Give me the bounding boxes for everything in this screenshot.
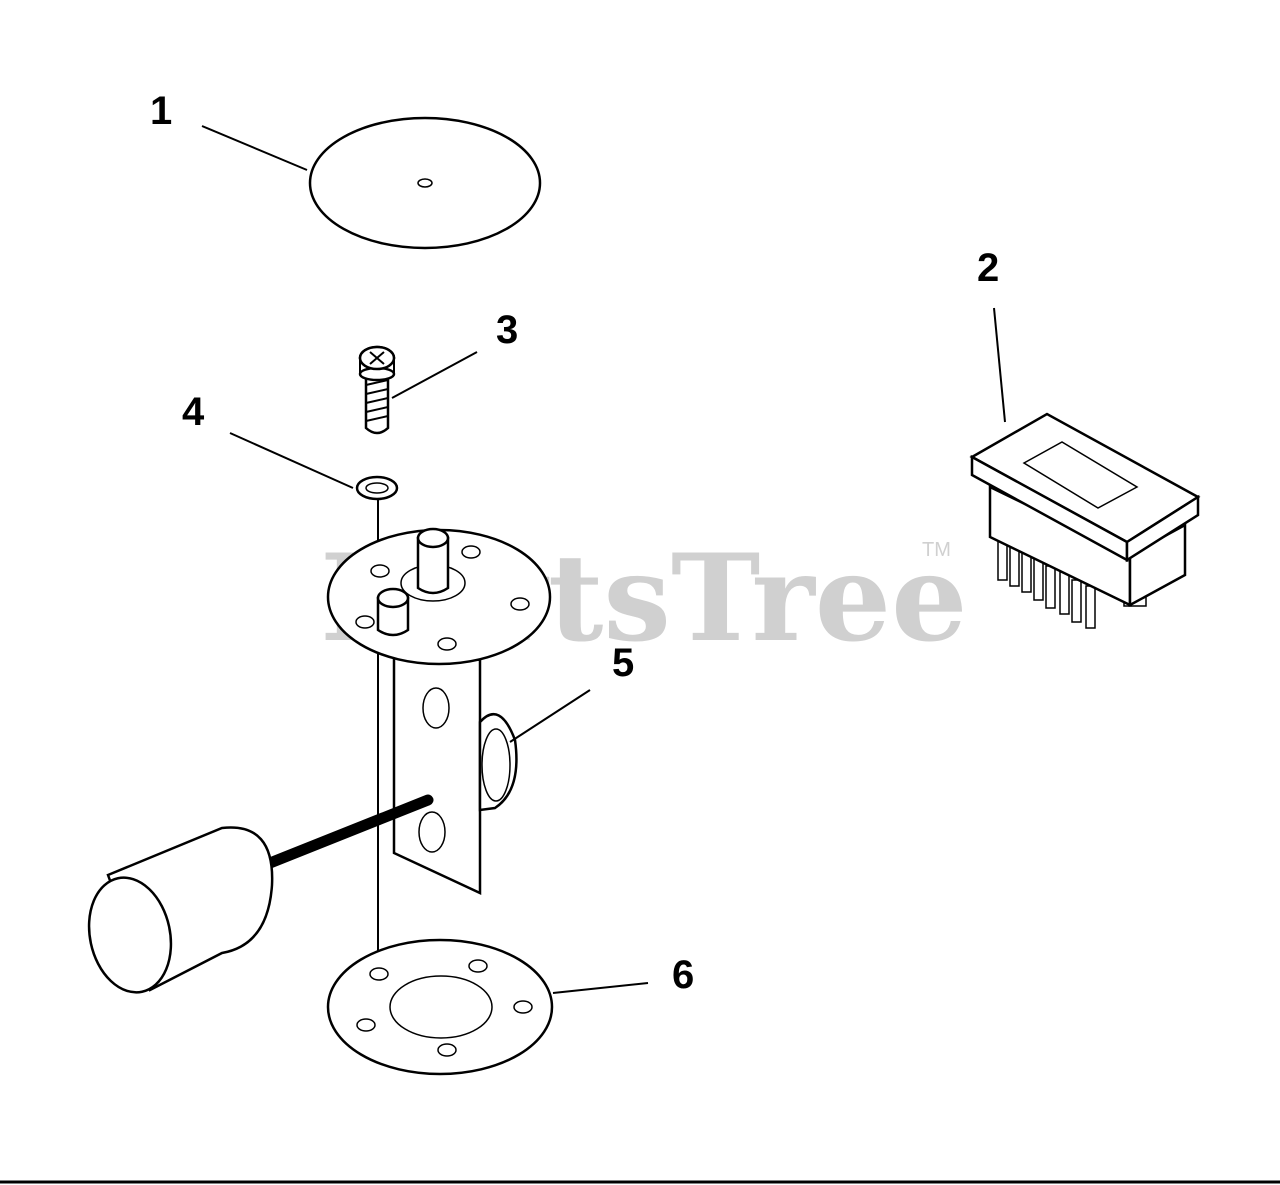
callout-6: 6 bbox=[672, 953, 694, 997]
leader-line-5 bbox=[509, 689, 591, 743]
leader-line-3 bbox=[391, 351, 478, 399]
part-5-fuel-sender bbox=[87, 527, 552, 994]
part-1-gasket-disc bbox=[308, 116, 542, 250]
part-2-gauge-module bbox=[969, 412, 1201, 629]
callout-1: 1 bbox=[150, 89, 172, 133]
part-6-flange-gasket bbox=[326, 938, 554, 1076]
leader-line-4 bbox=[229, 432, 354, 489]
part-4-lock-washer bbox=[355, 475, 399, 501]
part-3-screw bbox=[358, 345, 396, 435]
leader-line-2 bbox=[993, 307, 1006, 423]
callout-3: 3 bbox=[496, 308, 518, 352]
leader-line-6 bbox=[552, 982, 649, 994]
callout-4: 4 bbox=[182, 390, 205, 434]
watermark-trademark: TM bbox=[922, 539, 951, 561]
leader-line-1 bbox=[201, 125, 308, 171]
callout-2: 2 bbox=[977, 246, 999, 290]
callout-5: 5 bbox=[612, 641, 634, 685]
